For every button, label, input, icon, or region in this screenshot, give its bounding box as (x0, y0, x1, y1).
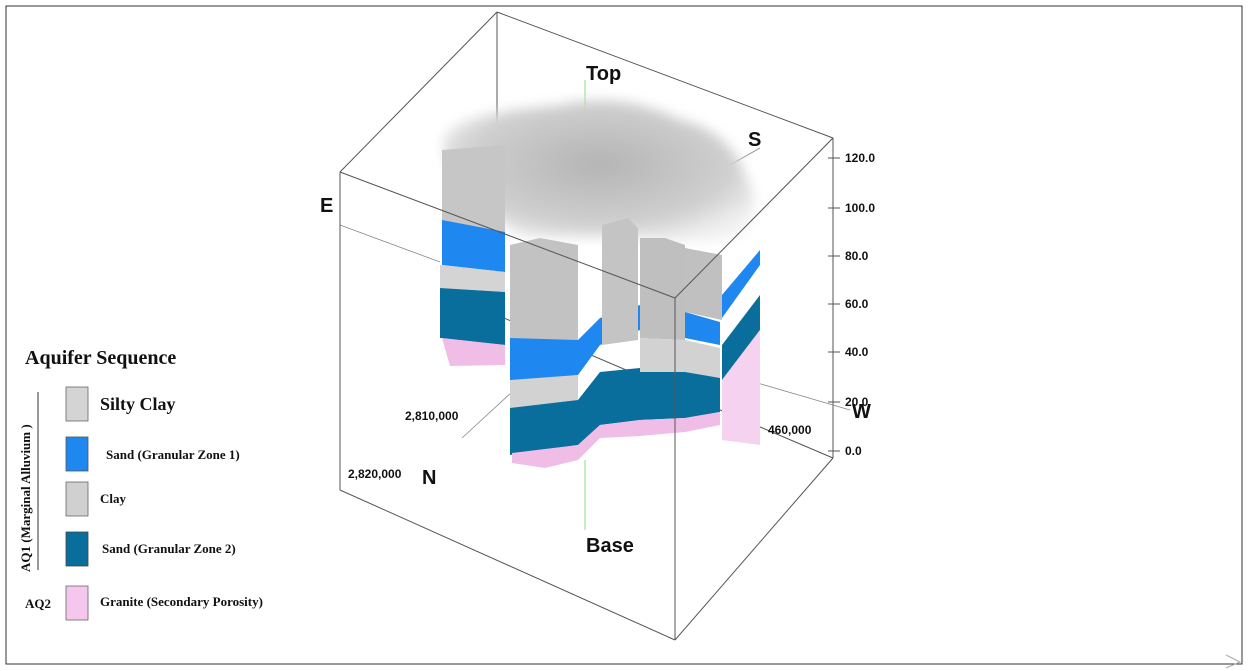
legend-label-granite: Granite (Secondary Porosity) (100, 594, 263, 609)
coordinate-easting: 460,000 (768, 423, 812, 437)
coordinate-northing-2: 2,820,000 (348, 467, 402, 481)
legend-swatch-sand-zone-1 (65, 436, 89, 472)
label-base: Base (586, 535, 634, 557)
elevation-axis (828, 157, 840, 452)
label-north: N (422, 467, 436, 489)
legend-label-silty-clay: Silty Clay (100, 394, 176, 414)
column-right (722, 250, 760, 445)
label-east: E (320, 195, 333, 217)
legend: Aquifer Sequence AQ1 (Marginal Alluvium … (18, 347, 263, 621)
label-south: S (748, 129, 761, 151)
label-top: Top (586, 63, 621, 85)
column-left (440, 145, 505, 366)
elevation-tick-80: 80.0 (845, 249, 869, 263)
legend-swatch-silty-clay (65, 386, 89, 422)
legend-group-aq2: AQ2 (25, 596, 51, 611)
box-front-edges (339, 11, 834, 641)
corner-arrow-icon (1225, 654, 1242, 669)
label-west: W (852, 401, 871, 423)
elevation-tick-100: 100.0 (845, 201, 875, 215)
elevation-tick-120: 120.0 (845, 151, 875, 165)
legend-label-clay: Clay (100, 491, 127, 506)
legend-group-aq1: AQ1 (Marginal Alluvium ) (18, 424, 33, 572)
legend-label-sand-zone-1: Sand (Granular Zone 1) (106, 447, 240, 462)
page-border (5, 5, 1243, 665)
elevation-tick-0: 0.0 (845, 444, 862, 458)
legend-label-sand-zone-2: Sand (Granular Zone 2) (102, 541, 236, 556)
legend-swatch-granite (65, 585, 89, 621)
top-surface (443, 100, 755, 243)
legend-title: Aquifer Sequence (25, 347, 176, 369)
column-front (510, 238, 578, 468)
elevation-tick-40: 40.0 (845, 345, 869, 359)
coordinate-northing-1: 2,810,000 (405, 409, 459, 423)
elevation-tick-20: 20.0 (845, 395, 869, 409)
elevation-tick-60: 60.0 (845, 297, 869, 311)
legend-swatch-clay (65, 481, 89, 517)
legend-swatch-sand-zone-2 (65, 531, 89, 567)
column-middle (602, 218, 722, 378)
